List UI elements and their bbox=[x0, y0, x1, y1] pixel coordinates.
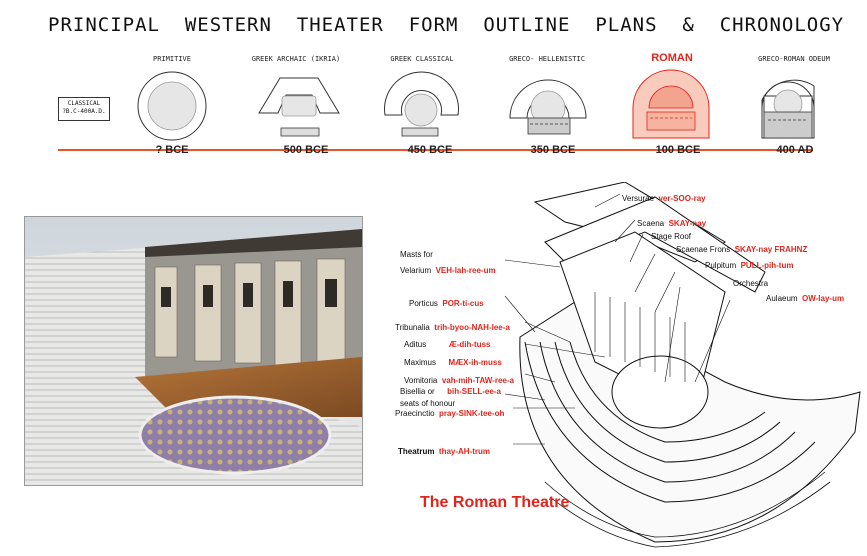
classical-range: ?B.C-400A.D. bbox=[62, 108, 106, 115]
classical-label: CLASSICAL bbox=[67, 100, 101, 107]
plan-label-greco-roman-odeum: GRECO-ROMAN ODEUM bbox=[758, 55, 830, 63]
label-text: Vomitoria bbox=[404, 376, 438, 385]
label-scaenae-frons: Scaenae Frons SKAY-nay FRAHNZ bbox=[676, 239, 807, 257]
plan-label-greco-hellenistic: GRECO- HELLENISTIC bbox=[509, 55, 585, 63]
diagram-caption: The Roman Theatre bbox=[420, 494, 570, 511]
label-porticus: Porticus POR-ti-cus bbox=[409, 293, 484, 311]
primitive-plan bbox=[137, 71, 207, 141]
label-text: Versurae bbox=[622, 194, 655, 203]
theatre-render-graphic bbox=[25, 217, 362, 485]
odeum-plan bbox=[761, 79, 815, 139]
pronunciation: VEH-lah-ree-um bbox=[435, 266, 496, 275]
plan-label-greek-archaic: GREEK ARCHAIC (IKRIA) bbox=[251, 55, 341, 63]
label-text: Scaena bbox=[637, 219, 665, 228]
pronunciation: SKAY-nay bbox=[668, 219, 707, 228]
theatre-cutaway-diagram bbox=[504, 182, 861, 548]
pronunciation: Æ-dih-tuss bbox=[448, 340, 491, 349]
label-praecinctio: Praecinctio pray-SINK-tee-oh bbox=[395, 403, 504, 421]
pronunciation: PULL-pih-tum bbox=[740, 261, 794, 270]
label-text-line2: Velarium bbox=[400, 266, 432, 275]
label-text-line2: Maximus bbox=[404, 358, 437, 367]
pronunciation-line2: MÆX-ih-muss bbox=[448, 358, 502, 367]
label-text: Tribunalia bbox=[395, 323, 430, 332]
label-vomitoria: Vomitoria vah-mih-TAW-ree-a bbox=[404, 370, 514, 388]
label-pulpitum: Pulpitum PULL-pih-tum bbox=[705, 255, 793, 273]
date-roman: 100 BCE bbox=[655, 144, 701, 156]
label-scaena: Scaena SKAY-nay bbox=[637, 213, 706, 231]
label-theatrum: Theatrum thay-AH-trum bbox=[398, 441, 490, 459]
plan-label-primitive: PRIMITIVE bbox=[153, 55, 191, 63]
pronunciation: pray-SINK-tee-oh bbox=[439, 409, 505, 418]
pronunciation: trih-byoo-NAH-lee-a bbox=[434, 323, 510, 332]
pronunciation: vah-mih-TAW-ree-a bbox=[441, 376, 514, 385]
classical-period-box: CLASSICAL ?B.C-400A.D. bbox=[58, 97, 110, 121]
date-greek-archaic: 500 BCE bbox=[283, 144, 329, 156]
label-text: Aulaeum bbox=[766, 294, 798, 303]
pronunciation: OW-lay-um bbox=[802, 294, 845, 303]
page-title: PRINCIPAL WESTERN THEATER FORM OUTLINE P… bbox=[48, 14, 845, 36]
date-greco-hellenistic: 350 BCE bbox=[530, 144, 576, 156]
plan-label-greek-classical: GREEK CLASSICAL bbox=[390, 55, 454, 63]
label-text: Theatrum bbox=[398, 447, 435, 456]
label-text: Orchestra bbox=[733, 279, 769, 288]
label-bisellia: Bisellia or bih-SELL-ee-a seats of honou… bbox=[400, 381, 501, 409]
pronunciation: POR-ti-cus bbox=[442, 299, 484, 308]
greek-archaic-plan bbox=[258, 77, 340, 137]
label-aulaeum: Aulaeum OW-lay-um bbox=[766, 288, 844, 306]
plan-label-roman: ROMAN bbox=[651, 52, 693, 64]
greek-classical-plan bbox=[384, 71, 459, 137]
label-text: Porticus bbox=[409, 299, 438, 308]
label-text: Masts for bbox=[400, 250, 433, 259]
label-masts-velarium: Masts for Velarium VEH-lah-ree-um bbox=[400, 250, 496, 278]
timeline-line bbox=[58, 149, 813, 151]
roman-plan bbox=[632, 69, 710, 139]
label-text-line2: seats of honour bbox=[400, 399, 456, 408]
greco-hellenistic-plan bbox=[509, 79, 587, 135]
label-text: Aditus bbox=[404, 340, 427, 349]
label-text: Pulpitum bbox=[705, 261, 737, 270]
label-text: Scaenae Frons bbox=[676, 245, 731, 254]
label-stage-roof: Stage Roof bbox=[651, 226, 691, 244]
pronunciation: SKAY-nay FRAHNZ bbox=[734, 245, 808, 254]
label-aditus-maximus: Aditus Æ-dih-tuss Maximus MÆX-ih-muss bbox=[404, 334, 502, 370]
label-text: Stage Roof bbox=[651, 232, 692, 241]
pronunciation: ver-SOO-ray bbox=[658, 194, 706, 203]
date-odeum: 400 AD bbox=[776, 144, 814, 156]
label-versurae: Versurae ver-SOO-ray bbox=[622, 188, 706, 206]
date-primitive: ? BCE bbox=[155, 144, 189, 156]
date-greek-classical: 450 BCE bbox=[407, 144, 453, 156]
label-orchestra: Orchestra bbox=[733, 273, 768, 291]
plan-drawings bbox=[137, 69, 815, 141]
pronunciation: thay-AH-trum bbox=[438, 447, 491, 456]
label-tribunalia: Tribunalia trih-byoo-NAH-lee-a bbox=[395, 317, 510, 335]
roman-theatre-rendering bbox=[24, 216, 363, 486]
label-text: Bisellia or bbox=[400, 387, 435, 396]
label-text: Praecinctio bbox=[395, 409, 435, 418]
pronunciation: bih-SELL-ee-a bbox=[447, 387, 501, 396]
